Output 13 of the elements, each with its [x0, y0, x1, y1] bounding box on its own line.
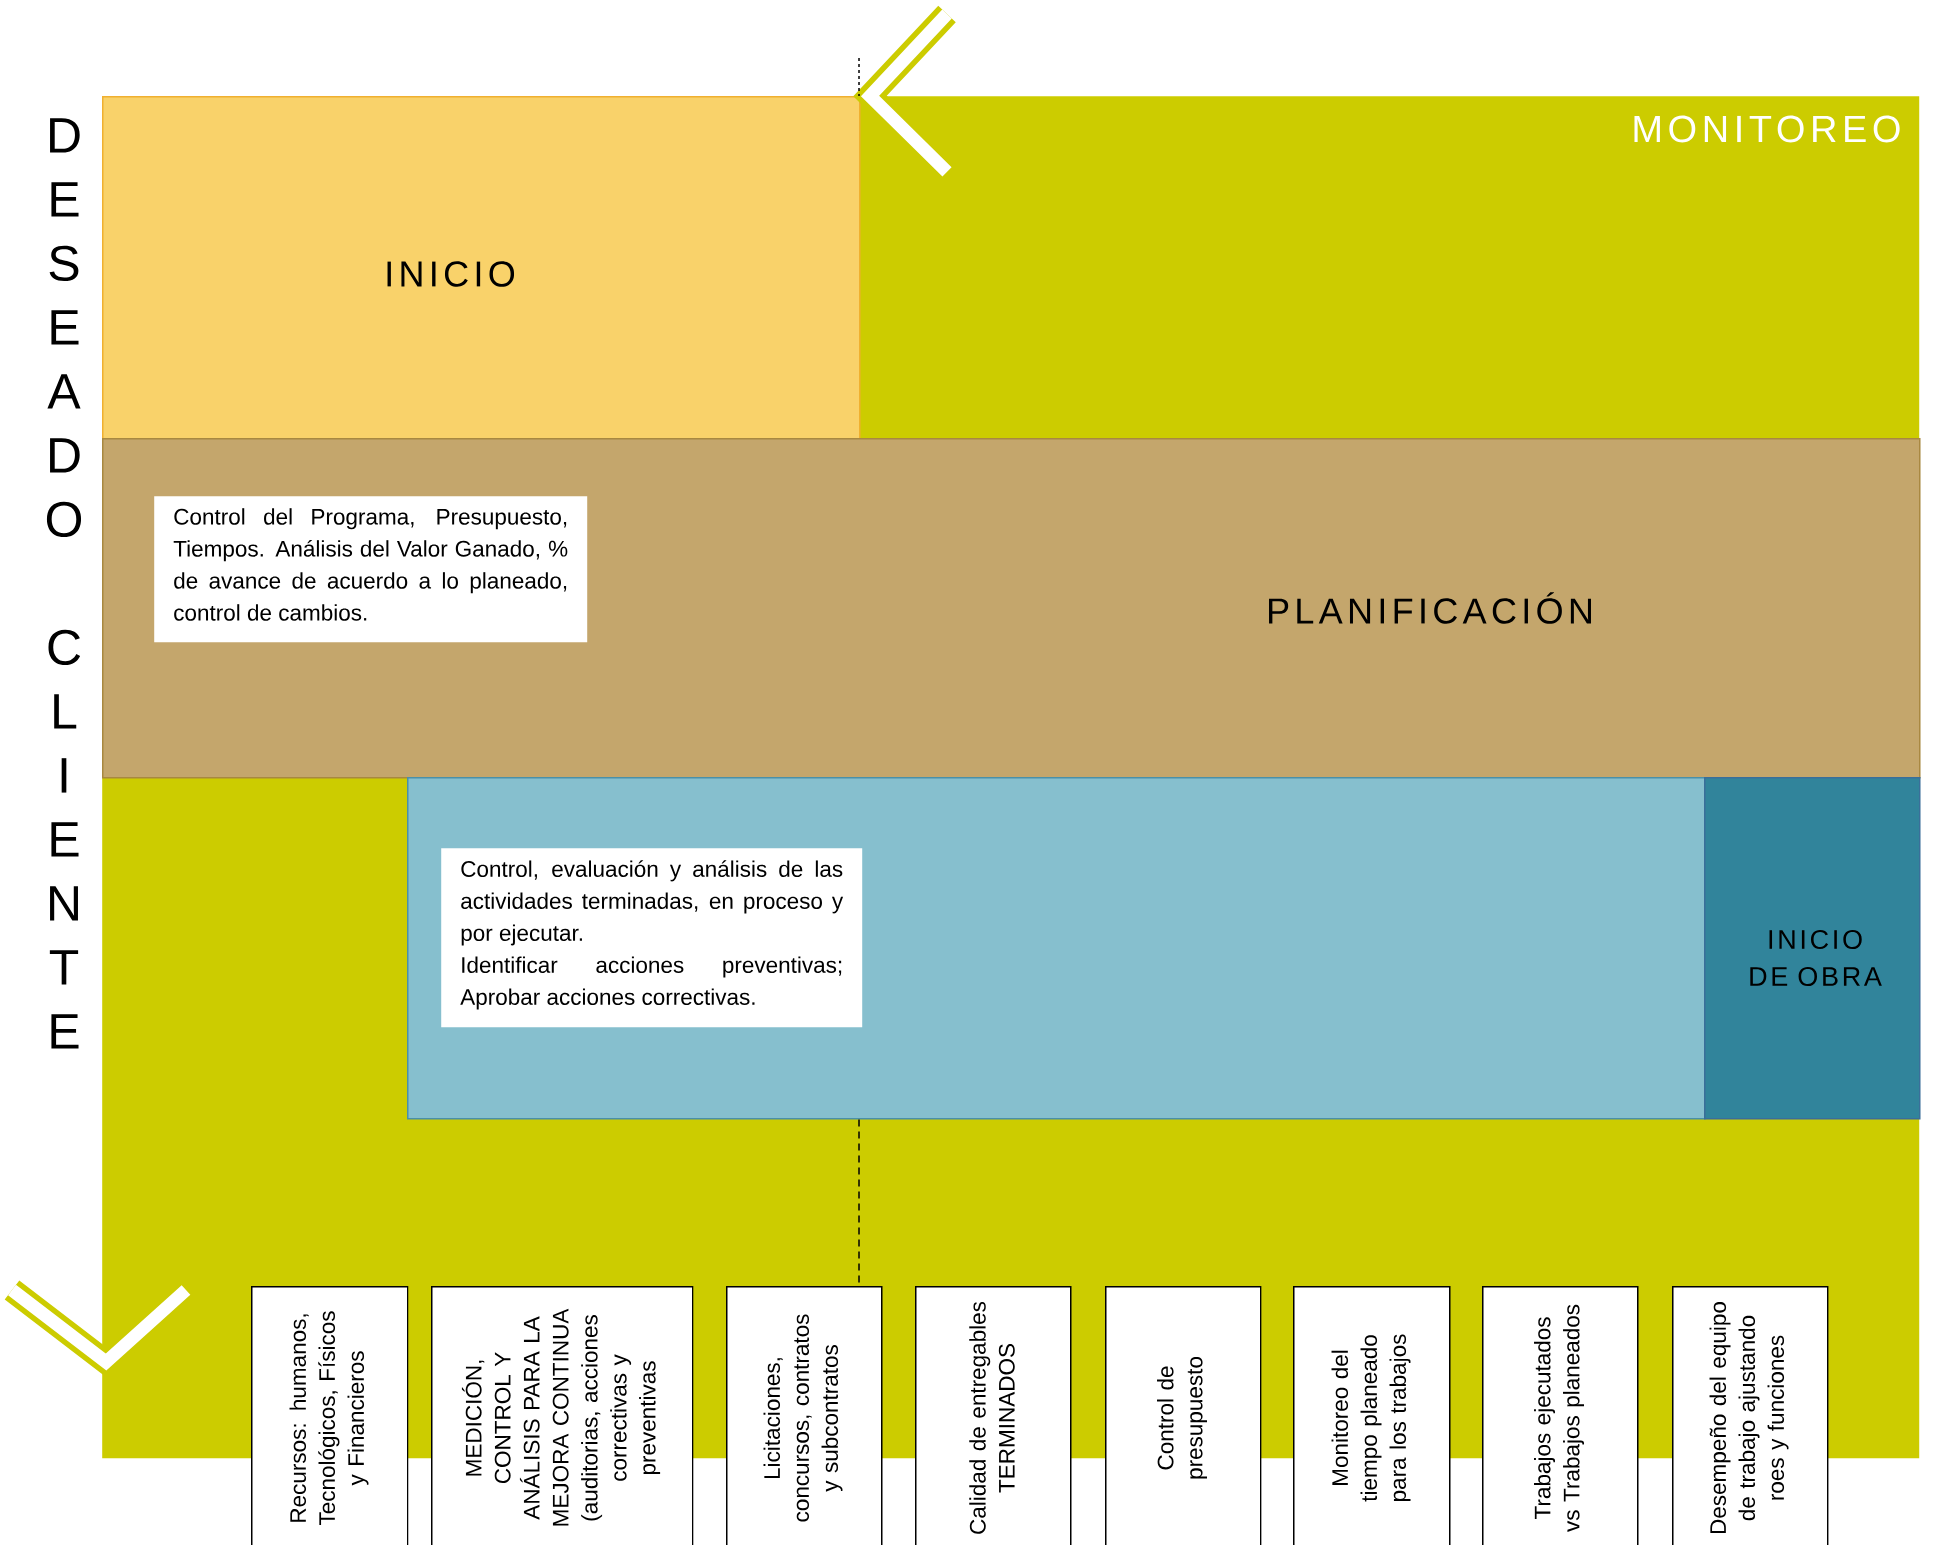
activity-box: Control de presupuesto: [1105, 1286, 1262, 1545]
phase-box: INICIO: [102, 96, 861, 440]
activity-box: Monitoreo del tiempo planeado para los trabajos: [1293, 1286, 1451, 1545]
activity-box: MEDICIÓN, CONTROL Y ANÁLISIS PARA LA MEJORA CONTINUA (auditorias, acciones correctivas y preventivas: [431, 1286, 694, 1545]
activity-box: Desempeño del equipo de trabajo ajustando roes y funciones: [1672, 1286, 1829, 1545]
activity-box: Recursos: humanos, Tecnológicos, Físicos y Financieros: [251, 1286, 409, 1545]
text-box: Control, evaluación y análisis de las actividades terminadas, en proceso y por ejecutar. Identificar acciones preventivas; Aprobar acciones correctivas.: [441, 848, 863, 1028]
phase-box: INICIO DE OBRA: [1704, 777, 1921, 1120]
text-box: Control del Programa, Presupuesto, Tiempos. Análisis del Valor Ganado, % de avance de acuerdo a lo planeado, control de cambios.: [154, 496, 588, 643]
activity-box: Trabajos ejecutados vs Trabajos planeados: [1482, 1286, 1639, 1545]
activity-box: Calidad de entregables TERMINADOS: [915, 1286, 1072, 1545]
activity-box: Licitaciones, concursos, contratos y subcontratos: [726, 1286, 883, 1545]
vertical-label: DESEADO CLIENTE: [46, 118, 82, 1049]
